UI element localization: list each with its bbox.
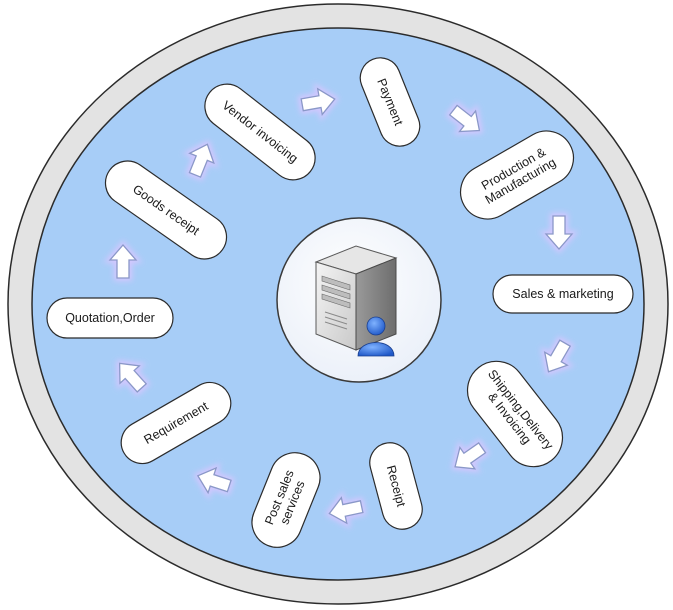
flow-arrow-icon: [182, 139, 219, 181]
server-with-user-icon: [314, 245, 398, 357]
arrows-layer: [103, 82, 579, 529]
stage-shipping: Shipping,Delivery& Invoicing: [466, 360, 564, 468]
flow-arrow-icon: [297, 82, 340, 122]
flow-arrow-icon: [539, 213, 579, 254]
flow-arrow-icon: [193, 462, 235, 500]
stage-receipt: Receipt: [369, 442, 423, 530]
stage-payment: Payment: [359, 57, 421, 147]
flow-arrow-icon: [103, 240, 143, 281]
flow-arrow-icon: [540, 336, 575, 376]
center-hub: [276, 217, 442, 383]
stage-sales-marketing: Sales & marketing: [492, 274, 634, 314]
stage-label: Sales & marketing: [512, 287, 613, 301]
flow-arrow-icon: [324, 490, 367, 529]
flow-arrow-icon: [116, 359, 151, 397]
stage-vendor-invoicing: Vendor invoicing: [204, 83, 316, 181]
flow-arrow-icon: [445, 101, 484, 135]
flow-arrow-icon: [451, 438, 490, 473]
stage-label: Quotation,Order: [65, 311, 155, 325]
stage-quotation-order: Quotation,Order: [46, 297, 174, 339]
